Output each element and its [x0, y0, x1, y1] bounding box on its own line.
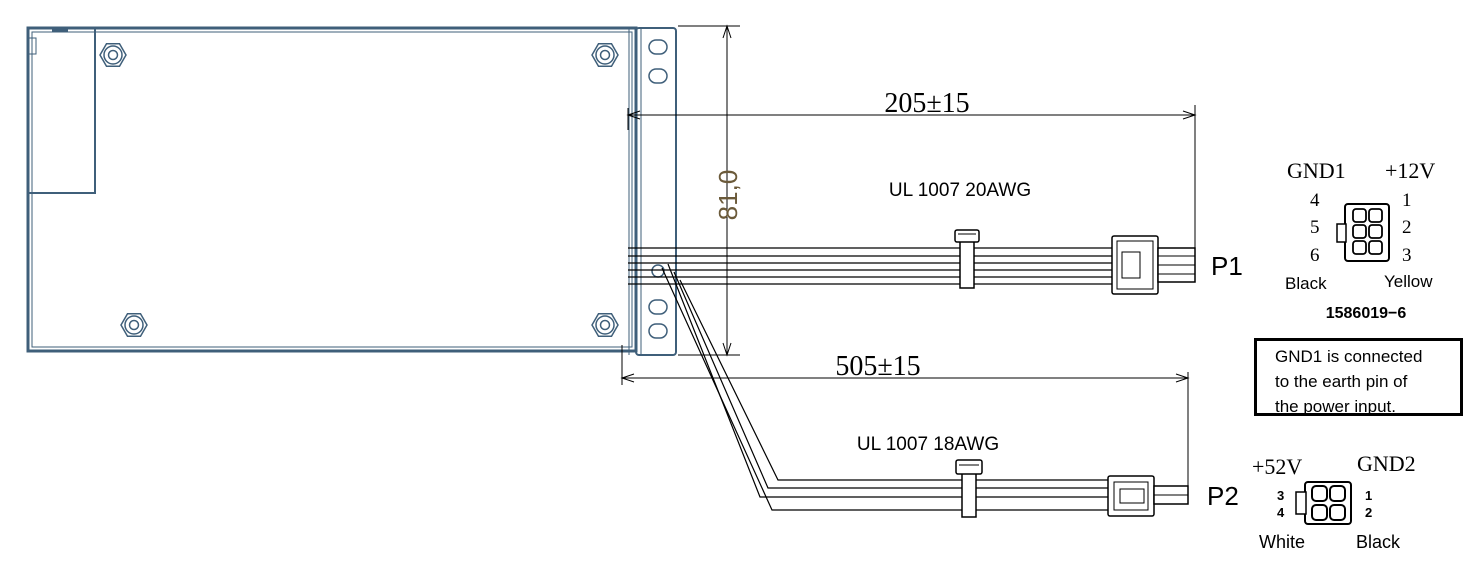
p1-length-dimension: [626, 105, 1197, 255]
p2-pin-4: 4: [1277, 505, 1285, 520]
p2-length-dimension: [620, 345, 1190, 495]
p1-cable-tie: [954, 229, 980, 289]
p1-pin-2: 2: [1402, 217, 1412, 238]
p2-connector: [1107, 475, 1189, 517]
p1-left-color: Black: [1285, 274, 1327, 293]
p1-pin-3: 3: [1402, 245, 1412, 266]
p2-cable-bundle: [661, 263, 1108, 511]
p2-pin-3: 3: [1277, 488, 1284, 503]
p2-pinout: +52V GND2 3 4 1 2 White Black: [1252, 451, 1416, 552]
p1-right-color: Yellow: [1384, 272, 1433, 291]
p1-top-left-label: GND1: [1287, 158, 1346, 183]
p2-top-left-label: +52V: [1252, 454, 1302, 479]
note-line: GND1 is connected: [1275, 347, 1423, 366]
p2-length-label: 505±15: [835, 351, 920, 382]
p2-right-color: Black: [1356, 532, 1401, 552]
p1-pin-4: 4: [1310, 190, 1320, 211]
p2-left-color: White: [1259, 532, 1305, 552]
p2-top-right-label: GND2: [1357, 451, 1416, 476]
note-line: the power input.: [1275, 397, 1396, 416]
height-dimension: [678, 24, 740, 357]
mounting-screw-icon: [99, 42, 619, 338]
p1-length-label: 205±15: [884, 88, 969, 119]
p1-connector-face-icon: [1336, 203, 1390, 262]
p2-label: P2: [1207, 481, 1239, 511]
p1-pinout: GND1 +12V 4 5 6 1 2 3 Black Yellow 15860…: [1285, 158, 1435, 322]
p1-pin-6: 6: [1310, 245, 1320, 266]
earth-note-box: GND1 is connected to the earth pin of th…: [1254, 338, 1463, 416]
p1-connector: [1111, 235, 1196, 295]
note-line: to the earth pin of: [1275, 372, 1408, 391]
p1-part-number: 1586019−6: [1326, 305, 1407, 322]
p2-cable-tie: [955, 459, 983, 518]
p1-top-right-label: +12V: [1385, 158, 1435, 183]
p1-label: P1: [1211, 251, 1243, 281]
p2-pin-2: 2: [1365, 505, 1372, 520]
p1-cable-spec: UL 1007 20AWG: [889, 180, 1031, 201]
height-dimension-label: 81,0: [713, 170, 743, 221]
p2-cable-spec: UL 1007 18AWG: [857, 434, 999, 455]
p1-cable-bundle: [628, 247, 1112, 285]
p1-pin-1: 1: [1402, 190, 1412, 211]
p2-pin-1: 1: [1365, 488, 1372, 503]
psu-housing: [26, 26, 677, 356]
p1-pin-5: 5: [1310, 217, 1320, 238]
p2-connector-face-icon: [1295, 481, 1352, 525]
